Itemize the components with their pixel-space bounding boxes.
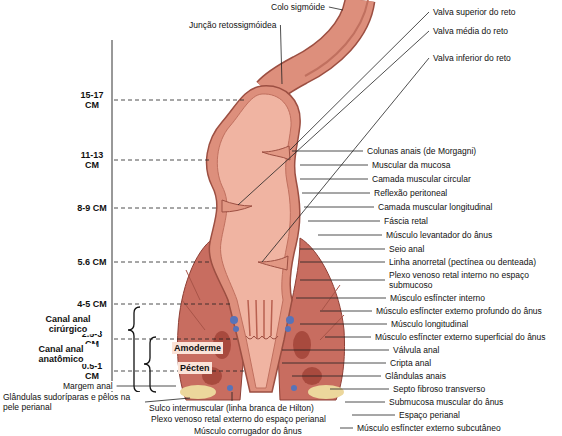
part-label: Sulco intermuscular (linha branca de Hil… (148, 403, 315, 413)
part-label: Reflexão peritoneal (373, 188, 448, 198)
part-label: Glândulas anais (384, 371, 447, 381)
part-label: Plexo venoso retal externo do espaço per… (150, 414, 327, 424)
sphincter (293, 331, 311, 359)
dimension-line (114, 262, 212, 263)
rectal-valve (262, 146, 290, 160)
venous-plexus (286, 316, 294, 324)
part-label: Camada muscular circular (371, 174, 472, 184)
dimension-label: 5.6 CM (74, 257, 110, 267)
part-label: Submucosa muscular do ânus (388, 397, 504, 407)
leader-line (352, 415, 395, 416)
part-label: Muscular da mucosa (371, 160, 451, 170)
dimension-label: 11-13 CM (74, 150, 110, 170)
dimension-line (114, 304, 231, 305)
dimension-line (114, 339, 238, 340)
dimension-label: 8-9 CM (74, 203, 110, 213)
leader-line (320, 311, 372, 312)
venous-plexus (227, 385, 233, 391)
part-label: Valva média do reto (432, 26, 509, 36)
sigmoid-colon (268, 0, 360, 92)
part-label: Cripta anal (389, 358, 432, 368)
part-label: Fáscia retal (383, 216, 429, 226)
venous-plexus (285, 326, 291, 332)
perianal-fat (180, 385, 216, 399)
leader-line (145, 398, 190, 402)
part-label: Valva superior do reto (432, 7, 517, 17)
part-label: Colunas anais (de Morgagni) (366, 146, 477, 156)
leader-line (290, 12, 429, 150)
leader-line (300, 262, 385, 263)
part-label: Glândulas sudoríparas e pêlos na pele pe… (2, 392, 142, 412)
leader-line (308, 221, 380, 222)
leader-line (345, 402, 385, 403)
part-label: Junção retossigmóidea (188, 20, 277, 30)
leader-line (232, 392, 233, 401)
bracket (144, 337, 156, 392)
leader-line (300, 280, 385, 281)
leader-line (330, 389, 389, 390)
venous-plexus (291, 385, 297, 391)
anal-columns (248, 300, 272, 338)
part-label: Músculo corrugador do ânus (193, 426, 303, 436)
leader-line (117, 386, 176, 387)
part-label: Músculo longitudinal (390, 319, 469, 329)
leader-line (300, 324, 387, 325)
part-label: Músculo esfíncter interno (389, 293, 486, 303)
leader-line (282, 350, 389, 351)
dimension-label: 0.5-1 CM (74, 361, 110, 381)
dimension-label: 15-17 CM (74, 90, 110, 110)
part-label: Colo sigmóide (270, 2, 326, 12)
dimension-line (114, 208, 216, 209)
part-label: Válvula anal (392, 345, 440, 355)
leader-line (302, 193, 370, 194)
leader-line (300, 165, 368, 166)
leader-line (304, 207, 374, 208)
leader-line (329, 7, 343, 10)
region-label: Canal anal cirúrgico (36, 314, 100, 334)
zone-label: Amoderme (172, 342, 223, 354)
leader-line (340, 428, 353, 429)
leader-line (318, 235, 382, 236)
part-label: Camada muscular longitudinal (377, 202, 493, 212)
dimension-line (114, 100, 245, 101)
zone-label: Pécten (178, 362, 212, 374)
bracket (128, 307, 140, 392)
ruler-line (112, 40, 113, 392)
leader-line (296, 298, 386, 299)
perianal-fat (308, 385, 344, 399)
leader-line (292, 376, 381, 377)
leader-line (325, 337, 371, 338)
part-label: Linha anorretal (pectínea ou denteada) (388, 257, 537, 267)
leader-line (280, 25, 282, 84)
part-label: Margem anal (62, 381, 114, 391)
part-label: Valva inferior do reto (432, 53, 512, 63)
leader-line (300, 249, 385, 250)
leader-line (300, 179, 368, 180)
region-label: Canal anal anatômico (26, 344, 96, 364)
part-label: Músculo esfíncter externo profundo do ân… (375, 306, 543, 316)
rectal-valve (222, 200, 252, 212)
part-label: Seio anal (388, 244, 425, 254)
part-label: Músculo esfíncter externo subcutâneo (356, 423, 502, 433)
leader-line (282, 363, 386, 364)
part-label: Plexo venoso retal interno no espaço sub… (388, 270, 550, 290)
part-label: Músculo levantador do ânus (385, 230, 493, 240)
sigmoid-colon (268, 0, 360, 92)
leader-line (292, 151, 363, 152)
rectal-valve (258, 256, 288, 270)
venous-plexus (233, 326, 239, 332)
part-label: Septo fibroso transverso (392, 384, 486, 394)
part-label: Músculo esfíncter externo superficial do… (374, 332, 547, 342)
dimension-line (114, 160, 210, 161)
part-label: Espaço perianal (398, 410, 461, 420)
anal-valves (246, 336, 278, 339)
venous-plexus (230, 316, 238, 324)
dimension-label: 4-5 CM (74, 299, 110, 309)
